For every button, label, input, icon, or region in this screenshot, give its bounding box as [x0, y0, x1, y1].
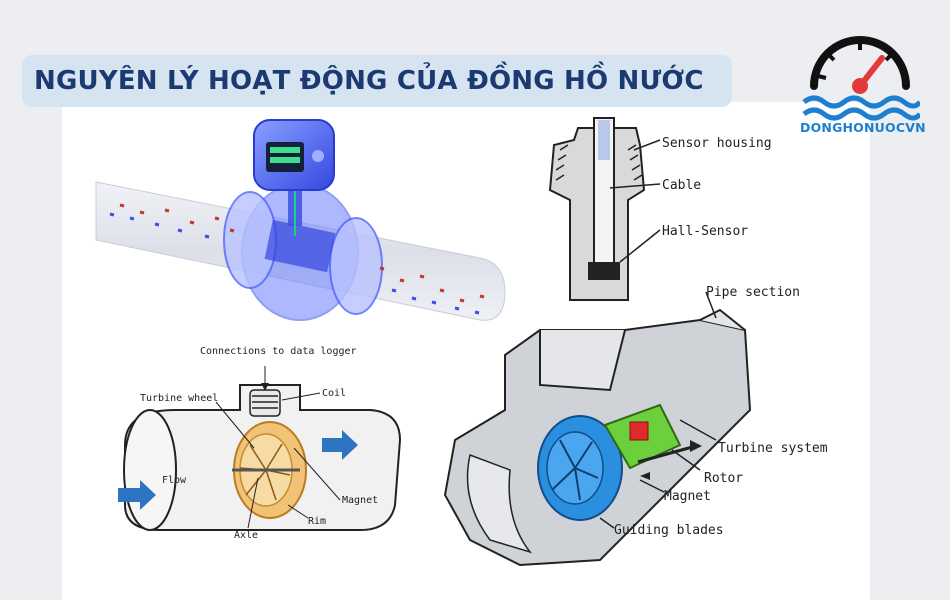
label-hall-sensor: Hall-Sensor: [662, 224, 748, 239]
label-axle: Axle: [234, 530, 258, 541]
label-pipe-section: Pipe section: [706, 285, 800, 300]
page-title: NGUYÊN LÝ HOẠT ĐỘNG CỦA ĐỒNG HỒ NƯỚC: [34, 66, 704, 96]
title-banner: NGUYÊN LÝ HOẠT ĐỘNG CỦA ĐỒNG HỒ NƯỚC: [22, 55, 732, 107]
label-turbine-system: Turbine system: [718, 441, 828, 456]
label-turbine-wheel: Turbine wheel: [140, 393, 218, 404]
water-meter-gauge-icon: [802, 36, 922, 121]
label-coil: Coil: [322, 388, 346, 399]
electromagnetic-meter-diagram: [95, 119, 506, 321]
label-rotor: Rotor: [704, 471, 743, 486]
brand-logo: DONGHONUOCVN: [800, 28, 926, 140]
label-cable: Cable: [662, 178, 701, 193]
label-connections: Connections to data logger: [200, 346, 357, 357]
label-rim: Rim: [308, 516, 326, 527]
brand-name: DONGHONUOCVN: [800, 120, 926, 135]
label-flow: Flow: [162, 475, 187, 486]
label-guiding-blades: Guiding blades: [614, 523, 724, 538]
turbine-meter-diagram: Pipe section Turbine system Rotor Magnet…: [443, 285, 828, 567]
label-magnet: Magnet: [664, 489, 711, 504]
hall-sensor-diagram: Sensor housing Cable Hall-Sensor: [548, 117, 772, 301]
label-sensor-housing: Sensor housing: [662, 136, 772, 151]
label-magnet-small: Magnet: [342, 495, 378, 506]
turbine-wheel-diagram: Connections to data logger Coil Turbine …: [118, 346, 402, 541]
